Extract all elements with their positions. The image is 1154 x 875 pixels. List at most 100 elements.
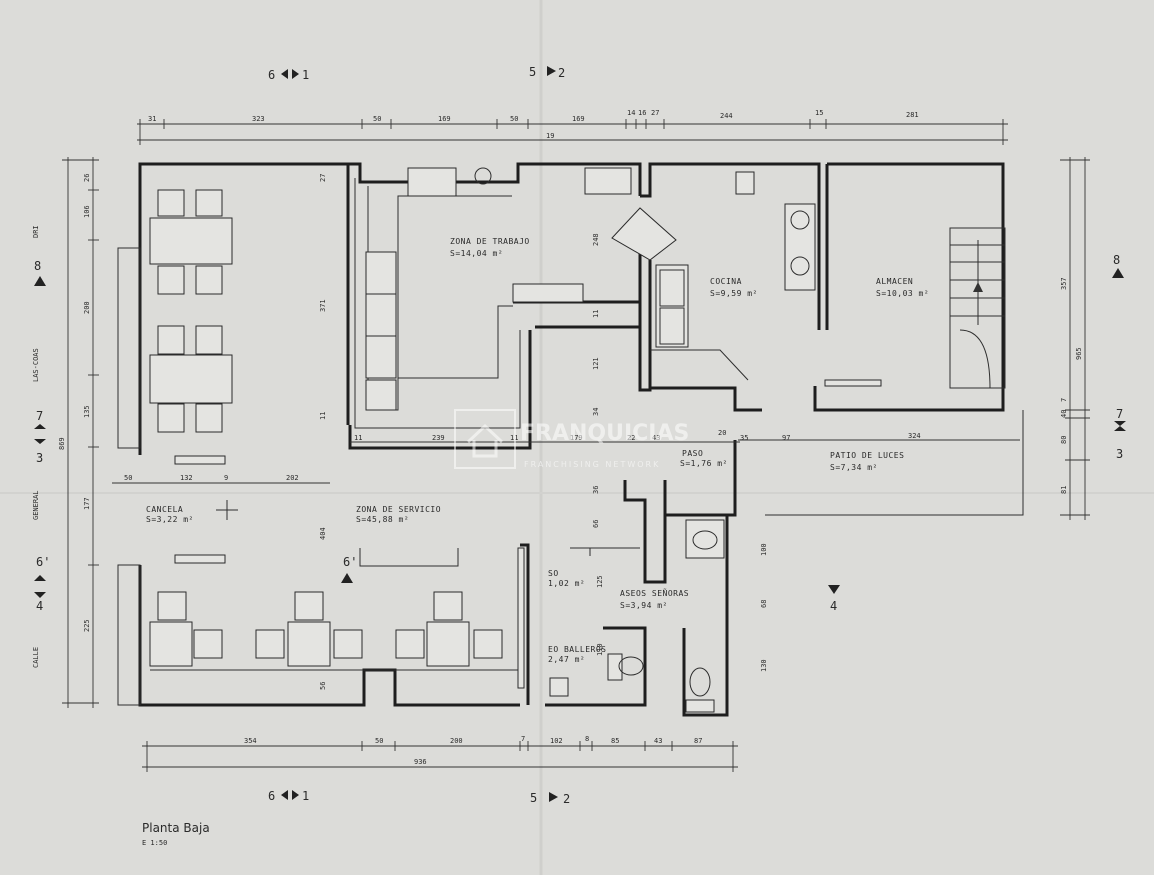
room-area: S=3,22 m² xyxy=(146,515,194,524)
svg-text:3: 3 xyxy=(1116,447,1123,461)
bottom-dimensions: 354 50 200 7 102 8 85 43 87 936 xyxy=(142,735,738,772)
svg-text:6': 6' xyxy=(36,555,50,569)
room-name: EO BALLEROS xyxy=(548,645,606,654)
svg-text:324: 324 xyxy=(908,432,921,440)
bathroom-fixtures xyxy=(549,519,725,713)
svg-text:3: 3 xyxy=(36,451,43,465)
svg-text:CALLE: CALLE xyxy=(32,647,40,668)
room-area: S=3,94 m² xyxy=(620,601,668,610)
dining-lower xyxy=(149,547,525,689)
svg-text:5: 5 xyxy=(530,791,537,805)
svg-text:244: 244 xyxy=(720,112,733,120)
svg-text:6: 6 xyxy=(268,68,275,82)
svg-text:43: 43 xyxy=(652,434,660,442)
room-area: S=1,76 m² xyxy=(680,459,728,468)
svg-text:8: 8 xyxy=(34,259,41,273)
svg-text:371: 371 xyxy=(319,299,327,312)
svg-text:110: 110 xyxy=(596,643,604,656)
room-area: S=9,59 m² xyxy=(710,289,758,298)
room-name: PATIO DE LUCES xyxy=(830,451,904,460)
svg-text:5: 5 xyxy=(529,65,536,79)
svg-text:200: 200 xyxy=(450,737,463,745)
watermark-name: FRANQUICIAS xyxy=(520,421,689,446)
svg-text:56: 56 xyxy=(319,682,327,690)
svg-text:50: 50 xyxy=(510,115,518,123)
svg-text:7: 7 xyxy=(1060,398,1068,402)
svg-text:130: 130 xyxy=(760,659,768,672)
svg-text:31: 31 xyxy=(148,115,156,123)
svg-text:97: 97 xyxy=(782,434,790,442)
svg-text:85: 85 xyxy=(611,737,619,745)
svg-text:177: 177 xyxy=(83,497,91,510)
svg-text:169: 169 xyxy=(438,115,451,123)
svg-text:200: 200 xyxy=(83,301,91,314)
svg-text:239: 239 xyxy=(432,434,445,442)
svg-text:102: 102 xyxy=(550,737,563,745)
svg-text:80: 80 xyxy=(1060,436,1068,444)
svg-text:GENERAL: GENERAL xyxy=(32,490,40,520)
svg-text:248: 248 xyxy=(592,233,600,246)
svg-text:135: 135 xyxy=(83,405,91,418)
left-dimensions: 26 106 200 135 177 225 869 DRI LAS-COAS … xyxy=(32,157,99,708)
svg-text:404: 404 xyxy=(319,527,327,540)
svg-text:1: 1 xyxy=(302,789,309,803)
svg-text:50: 50 xyxy=(375,737,383,745)
room-name: CANCELA xyxy=(146,505,183,514)
svg-text:50: 50 xyxy=(124,474,132,482)
svg-text:323: 323 xyxy=(252,115,265,123)
top-dimensions: 31 323 50 169 50 169 14 16 27 244 15 281… xyxy=(137,109,1008,145)
svg-text:15: 15 xyxy=(815,109,823,117)
svg-text:2: 2 xyxy=(563,792,570,806)
svg-text:34: 34 xyxy=(592,408,600,416)
svg-text:66: 66 xyxy=(592,520,600,528)
svg-text:16: 16 xyxy=(638,109,646,117)
room-area: 1,02 m² xyxy=(548,579,585,588)
svg-text:50: 50 xyxy=(373,115,381,123)
svg-text:7: 7 xyxy=(521,735,525,743)
plan-scale: E 1:50 xyxy=(142,839,167,847)
kitchen-equipment xyxy=(611,171,816,381)
svg-text:20: 20 xyxy=(718,429,726,437)
room-name: PASO xyxy=(682,449,703,458)
svg-text:22: 22 xyxy=(627,434,635,442)
svg-text:100: 100 xyxy=(760,543,768,556)
svg-text:35: 35 xyxy=(740,434,748,442)
svg-text:9: 9 xyxy=(224,474,228,482)
right-dimensions: 357 965 7 40 80 81 xyxy=(1060,157,1090,520)
svg-text:LAS-COAS: LAS-COAS xyxy=(32,348,40,382)
inner-dimensions: 50 132 9 202 11 239 11 179 22 43 20 35 9… xyxy=(112,174,1020,690)
svg-text:202: 202 xyxy=(286,474,299,482)
room-name: ZONA DE TRABAJO xyxy=(450,237,530,246)
svg-text:121: 121 xyxy=(592,357,600,370)
svg-text:26: 26 xyxy=(83,174,91,182)
svg-text:8: 8 xyxy=(585,735,589,743)
svg-text:965: 965 xyxy=(1075,347,1083,360)
room-area: S=7,34 m² xyxy=(830,463,878,472)
room-area: S=14,04 m² xyxy=(450,249,503,258)
svg-text:169: 169 xyxy=(572,115,585,123)
svg-text:7: 7 xyxy=(36,409,43,423)
room-area: 2,47 m² xyxy=(548,655,585,664)
room-name: ASEOS SEÑORAS xyxy=(620,588,689,598)
svg-text:6': 6' xyxy=(343,555,357,569)
room-name: COCINA xyxy=(710,277,742,286)
svg-text:6: 6 xyxy=(268,789,275,803)
svg-text:869: 869 xyxy=(58,437,66,450)
plan-title: Planta Baja xyxy=(142,821,210,835)
svg-text:DRI: DRI xyxy=(32,225,40,238)
svg-text:40: 40 xyxy=(1060,410,1068,418)
dining-upper xyxy=(149,189,233,465)
room-area: S=10,03 m² xyxy=(876,289,929,298)
svg-text:225: 225 xyxy=(83,619,91,632)
svg-text:7: 7 xyxy=(1116,407,1123,421)
svg-text:354: 354 xyxy=(244,737,257,745)
svg-text:27: 27 xyxy=(319,174,327,182)
svg-text:11: 11 xyxy=(319,412,327,420)
svg-text:125: 125 xyxy=(596,575,604,588)
svg-text:11: 11 xyxy=(592,310,600,318)
svg-text:2: 2 xyxy=(558,66,565,80)
svg-text:68: 68 xyxy=(760,600,768,608)
section-markers: 6 1 5 2 6 1 5 2 8 7 3 8 7 3 6' 4 6' 4 xyxy=(34,65,1126,806)
svg-text:936: 936 xyxy=(414,758,427,766)
svg-text:81: 81 xyxy=(1060,486,1068,494)
